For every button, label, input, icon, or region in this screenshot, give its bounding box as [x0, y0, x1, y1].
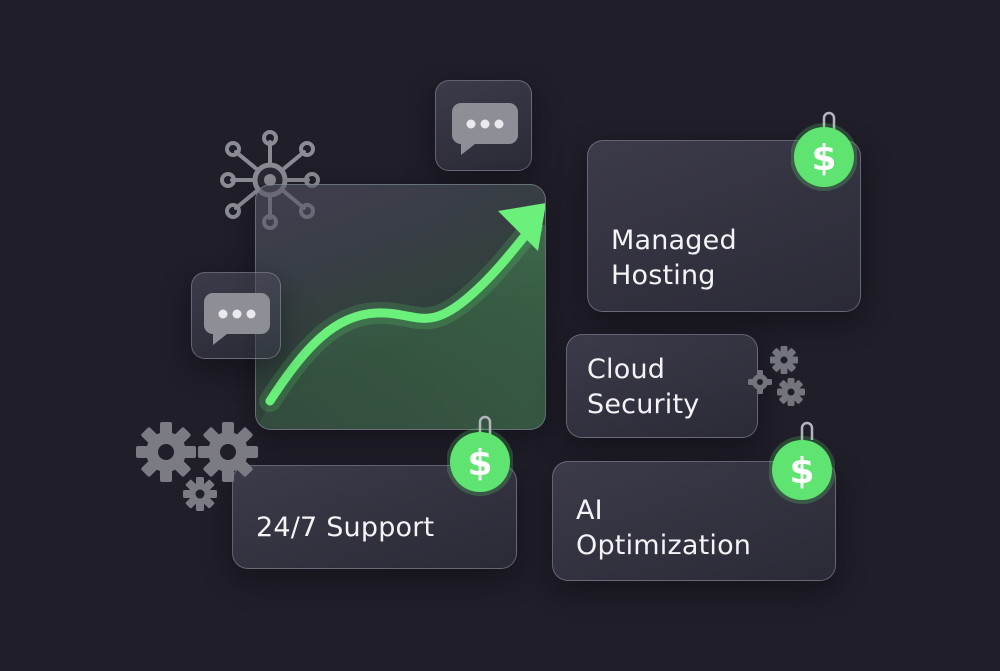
- ai-optimization-label: AI Optimization: [576, 495, 752, 561]
- dollar-tag-icon: $: [769, 421, 835, 504]
- cloud-security-label: Cloud Security: [587, 354, 700, 420]
- dollar-symbol: $: [789, 451, 814, 492]
- dollar-tag-icon: $: [791, 111, 857, 191]
- gears-icon: [136, 422, 258, 511]
- trend-up-arrow-icon: [256, 203, 545, 429]
- cloud-security-card: Cloud Security: [566, 334, 758, 438]
- dollar-symbol: $: [811, 138, 836, 179]
- chat-tile-left: [191, 272, 281, 359]
- support-card: 24/7 Support: [232, 465, 517, 569]
- dollar-symbol: $: [467, 443, 492, 484]
- dollar-tag-icon: $: [447, 415, 513, 496]
- chat-bubble-icon: [204, 293, 270, 345]
- managed-hosting-label: Managed Hosting: [611, 225, 737, 291]
- support-label: 24/7 Support: [256, 512, 435, 543]
- gears-icon: [748, 346, 805, 406]
- chat-bubble-icon: [452, 103, 518, 155]
- growth-chart-card: [255, 184, 546, 430]
- chat-tile-top: [435, 80, 532, 171]
